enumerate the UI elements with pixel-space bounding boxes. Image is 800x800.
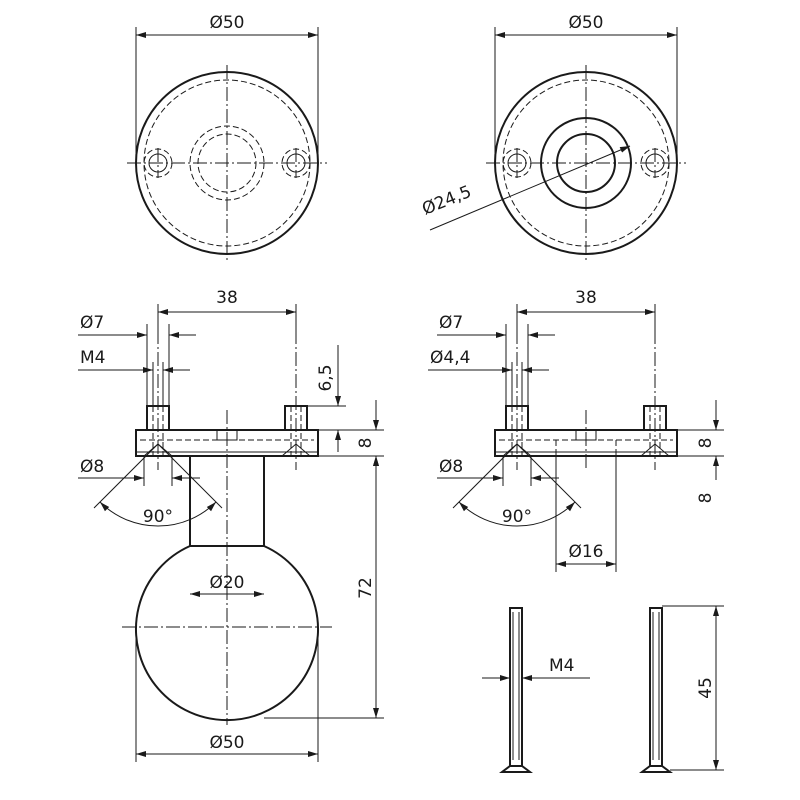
dim-thread: M4 — [80, 348, 105, 368]
dim-shaft-diameter: Ø20 — [209, 573, 244, 593]
dim-plate-thickness: 8 — [696, 438, 716, 449]
dim-outer-diameter: Ø50 — [209, 13, 244, 33]
dim-screw-length: 45 — [696, 677, 716, 699]
top-right-view: Ø50 Ø24,5 — [419, 13, 686, 262]
dim-countersink-angle: 90° — [143, 507, 173, 527]
dim-knob-diameter: Ø50 — [209, 733, 244, 753]
angle-leg — [157, 443, 223, 509]
side-right-view: 38 Ø7 Ø4,4 8 8 Ø8 90° — [428, 288, 724, 572]
angle-leg — [516, 443, 582, 509]
leader-line — [429, 145, 631, 231]
dim-hole-spacing: 38 — [575, 288, 597, 308]
dim-plate-thickness: 8 — [356, 438, 376, 449]
screw-views: M4 45 — [482, 605, 724, 773]
side-left-view: 38 Ø7 M4 6,5 8 72 Ø8 — [78, 288, 384, 762]
angle-leg — [452, 443, 518, 509]
dim-countersink: Ø8 — [439, 457, 463, 477]
dim-total-height: 72 — [356, 577, 376, 599]
dim-countersink: Ø8 — [80, 457, 104, 477]
dim-outer-diameter: Ø50 — [568, 13, 603, 33]
top-left-view: Ø50 — [127, 13, 327, 262]
dim-hole-diameter: Ø4,4 — [430, 348, 470, 368]
dim-recess-diameter: Ø24,5 — [419, 182, 474, 220]
dim-screw-thread: M4 — [549, 656, 574, 676]
screw-shank — [649, 607, 663, 767]
dim-boss-height: 6,5 — [316, 364, 336, 391]
angle-arc — [99, 501, 217, 527]
dim-recess-depth: 8 — [696, 493, 716, 504]
dim-hole-spacing: 38 — [216, 288, 238, 308]
angle-arc — [458, 501, 576, 527]
screw-shank — [509, 607, 523, 767]
dim-countersink-angle: 90° — [502, 507, 532, 527]
screw-head — [499, 765, 533, 773]
dim-counterbore: Ø7 — [439, 313, 463, 333]
dim-counterbore: Ø7 — [80, 313, 104, 333]
dim-recess-diameter: Ø16 — [568, 542, 603, 562]
screw-head — [639, 765, 673, 773]
angle-leg — [93, 443, 159, 509]
